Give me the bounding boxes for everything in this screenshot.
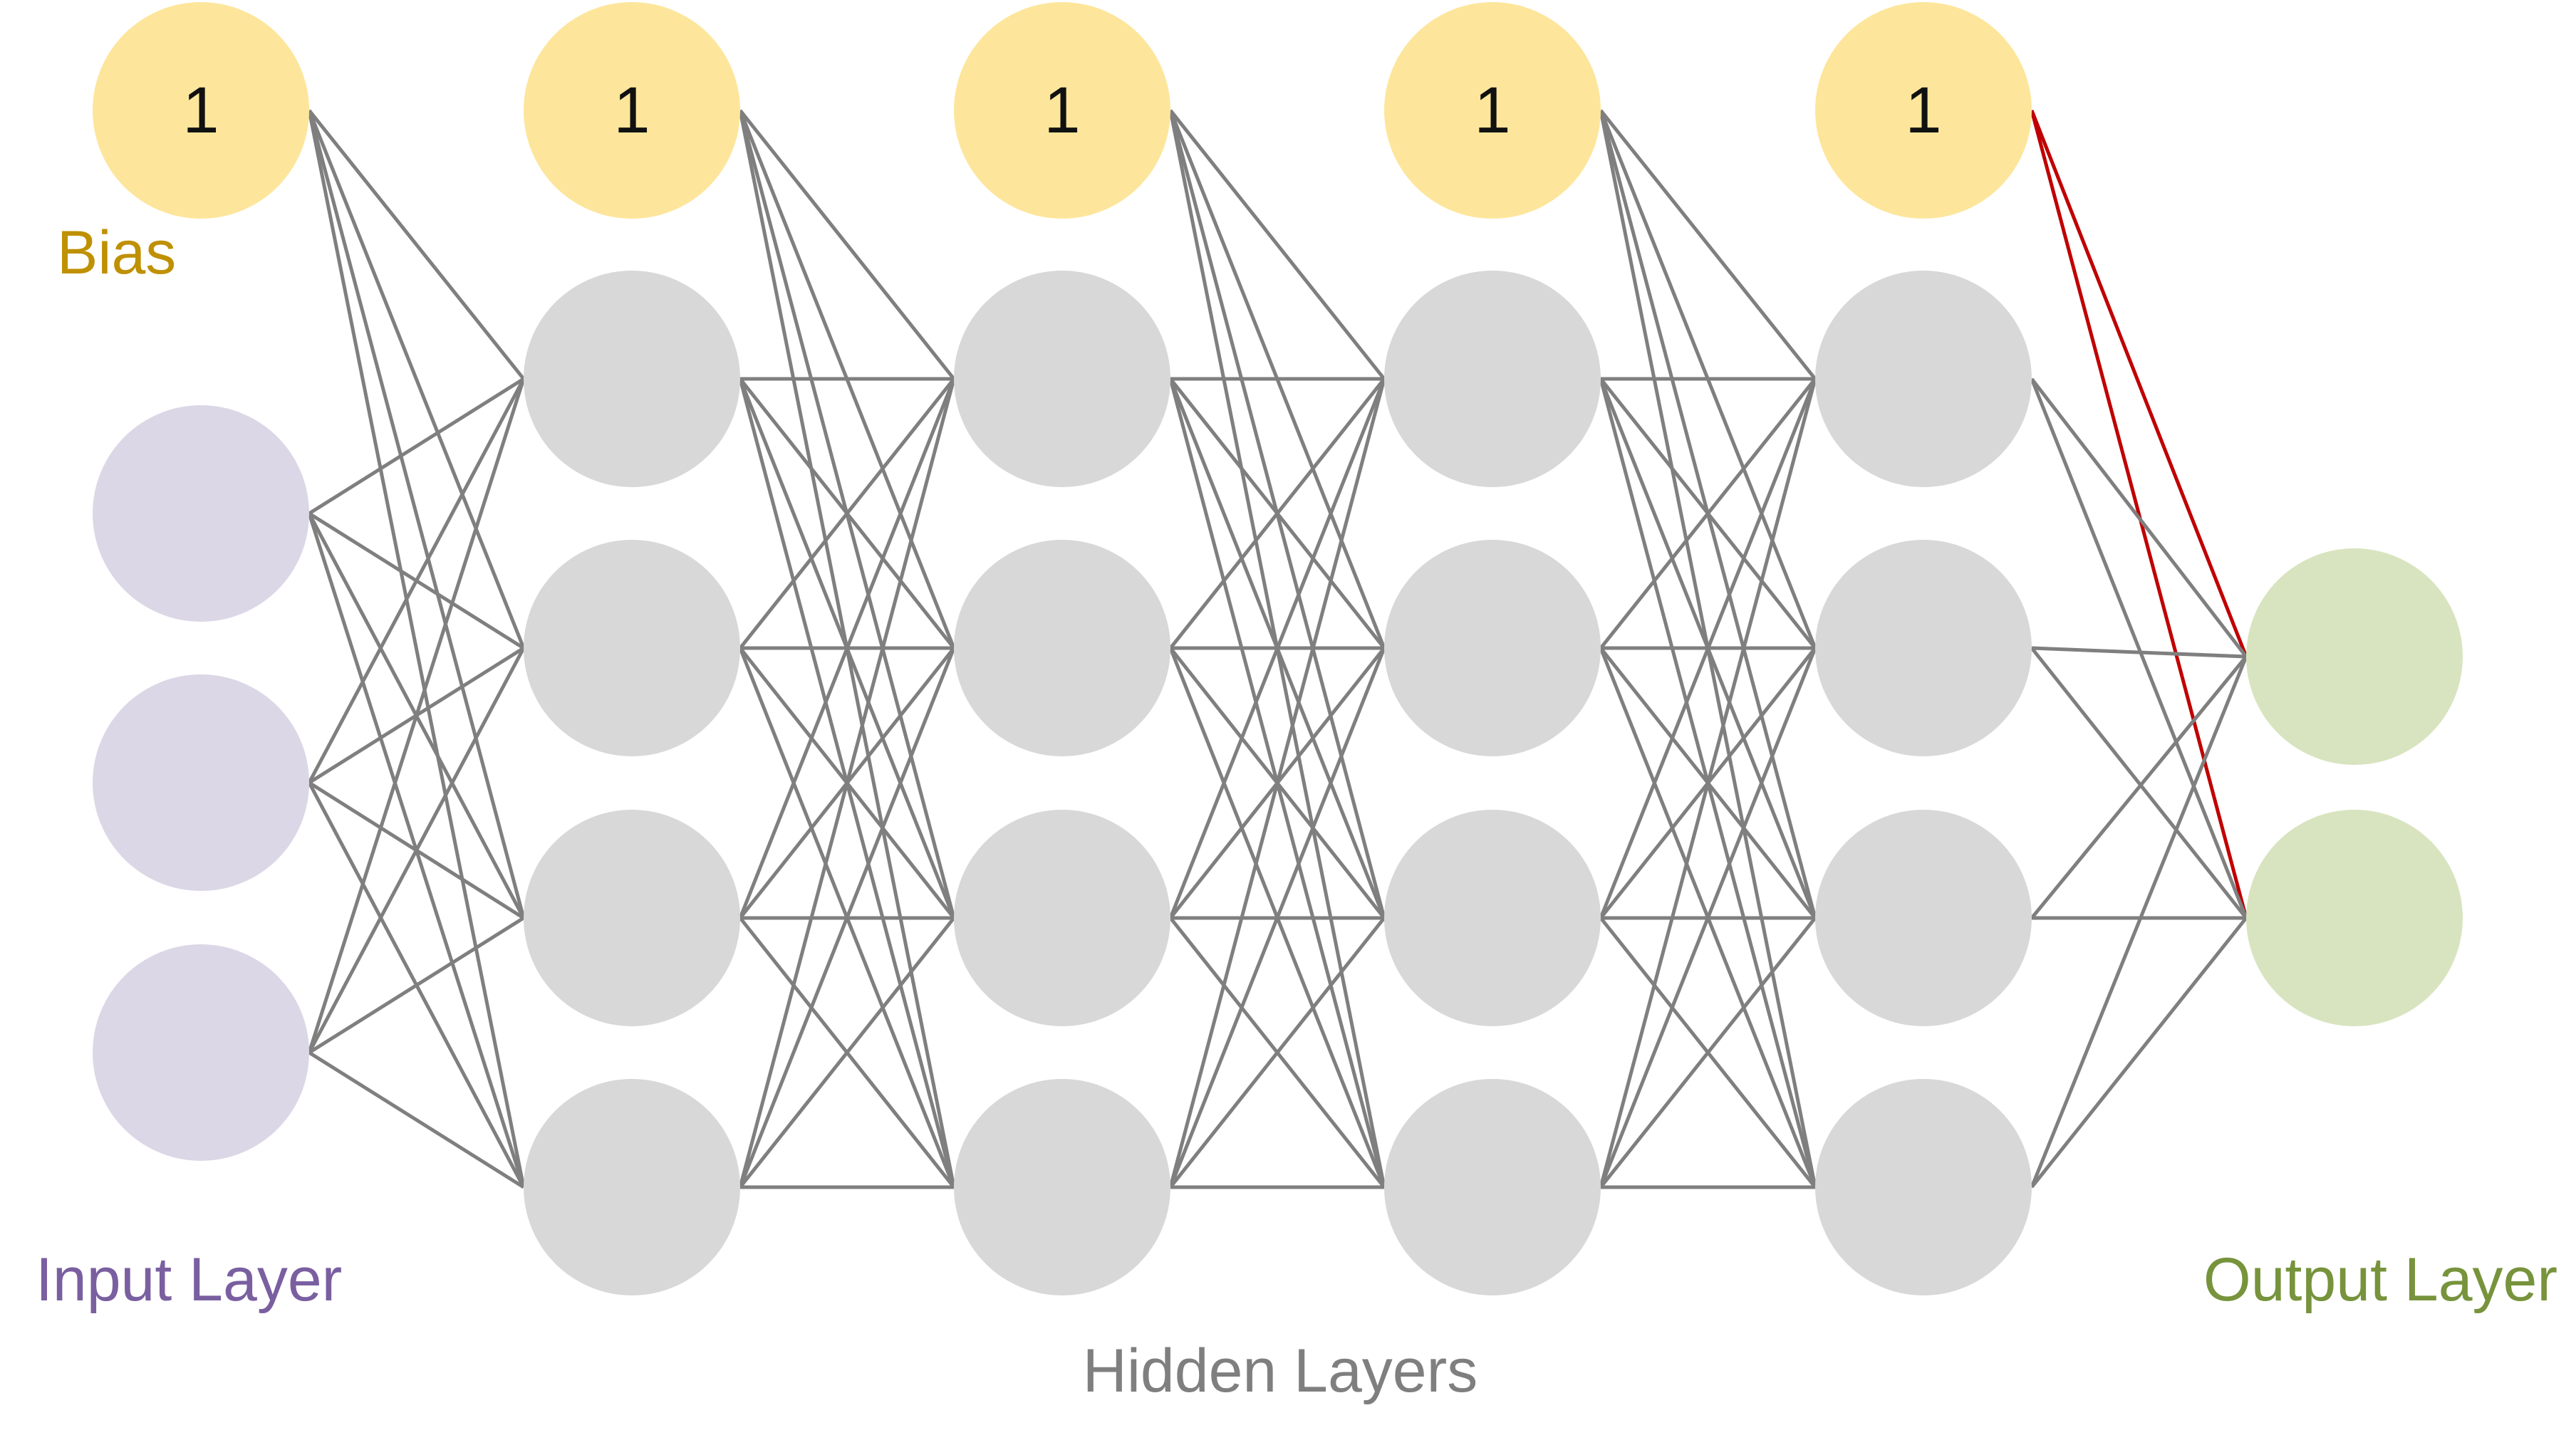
input-node xyxy=(93,405,309,622)
connection xyxy=(1169,377,1386,649)
connection xyxy=(738,378,956,919)
hidden-node xyxy=(1384,1079,1601,1295)
connection xyxy=(308,1050,525,1189)
hidden-node xyxy=(1815,271,2032,487)
hidden-node xyxy=(954,540,1170,756)
connection xyxy=(1599,647,1817,1188)
hidden-node xyxy=(1815,810,2032,1026)
hidden-node xyxy=(1815,1079,2032,1295)
bias-node-value: 1 xyxy=(613,74,650,147)
hidden-node xyxy=(524,810,740,1026)
connection xyxy=(1168,378,1386,1188)
hidden-node xyxy=(954,810,1170,1026)
hidden-node xyxy=(524,1079,740,1295)
bias-node-value: 1 xyxy=(1474,74,1510,147)
bias-connection xyxy=(308,109,525,380)
input-node xyxy=(93,674,309,891)
connection xyxy=(2030,656,2248,1188)
hidden-node xyxy=(954,271,1170,487)
connection xyxy=(738,378,956,1188)
bias-node-value: 1 xyxy=(182,74,219,147)
connection xyxy=(2030,655,2248,919)
input-layer-label: Input Layer xyxy=(36,1246,342,1314)
bias-node xyxy=(1384,2,1601,219)
bias-node xyxy=(1815,2,2032,219)
highlighted-bias-connection xyxy=(2030,110,2248,919)
bias-connection xyxy=(1169,109,1386,380)
connection xyxy=(307,378,526,1053)
hidden-layers-label: Hidden Layers xyxy=(1083,1337,1478,1405)
connections xyxy=(307,109,2248,1189)
bias-connection xyxy=(307,110,526,649)
highlighted-bias-connection xyxy=(2030,110,2248,657)
connection xyxy=(1599,378,1817,919)
hidden-node xyxy=(954,1079,1170,1295)
connection xyxy=(2030,917,2248,1189)
bias-node-value: 1 xyxy=(1044,74,1080,147)
connection xyxy=(739,377,955,649)
bias-connection xyxy=(1599,109,1817,380)
connection xyxy=(2030,377,2248,658)
input-node xyxy=(93,944,309,1161)
connection xyxy=(739,917,955,1189)
hidden-node xyxy=(1384,540,1601,756)
hidden-node xyxy=(524,540,740,756)
nodes: 1 1 1 1 1 xyxy=(93,2,2463,1295)
connection xyxy=(308,377,525,516)
bias-node xyxy=(93,2,309,219)
hidden-node xyxy=(1384,271,1601,487)
bias-label: Bias xyxy=(57,219,176,287)
hidden-node xyxy=(1384,810,1601,1026)
bias-node-value: 1 xyxy=(1905,74,1941,147)
bias-node xyxy=(524,2,740,219)
connection xyxy=(1168,647,1386,1188)
hidden-node xyxy=(1815,540,2032,756)
hidden-node xyxy=(524,271,740,487)
connection xyxy=(1169,917,1386,1189)
bias-connection xyxy=(307,110,526,919)
labels: Bias Input Layer Hidden Layers Output La… xyxy=(36,219,2557,1405)
connection xyxy=(308,916,525,1055)
connection xyxy=(2030,378,2248,919)
output-layer-label: Output Layer xyxy=(2203,1246,2557,1314)
connection xyxy=(1168,378,1386,919)
bias-connection xyxy=(307,110,526,1188)
output-node xyxy=(2246,548,2463,765)
output-node xyxy=(2246,810,2463,1026)
connection xyxy=(307,647,526,1054)
connection xyxy=(2031,646,2247,659)
connection xyxy=(1599,377,1817,649)
connection xyxy=(2030,647,2248,919)
bias-node xyxy=(954,2,1170,219)
connection xyxy=(307,377,526,784)
bias-connection xyxy=(739,109,955,380)
connection xyxy=(1599,917,1817,1189)
connection xyxy=(738,647,956,1188)
connection xyxy=(1599,378,1817,1188)
